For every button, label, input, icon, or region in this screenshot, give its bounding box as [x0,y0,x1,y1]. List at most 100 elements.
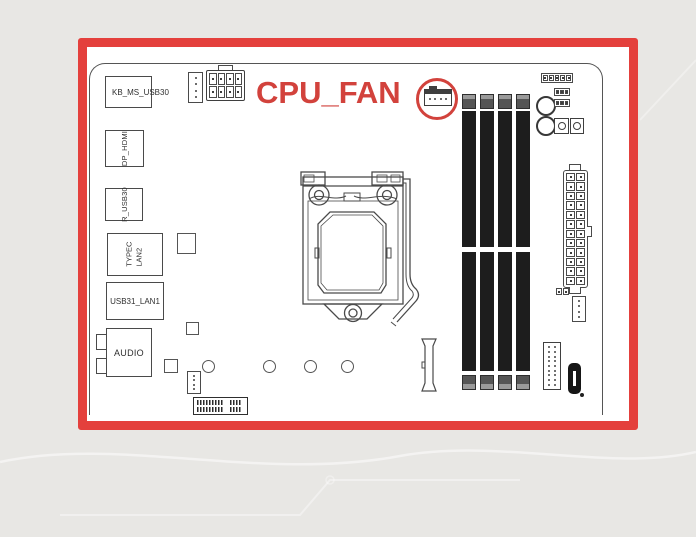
pin-cell [576,220,585,229]
pin-cell [234,73,242,85]
pin-cell [576,276,585,285]
pin-dots [425,94,451,105]
pin-cell [576,248,585,257]
dimm-latch-top [516,94,530,109]
header-3pin-icon [554,99,570,107]
dimm-key-notch [480,247,494,252]
pin-cell [209,73,217,85]
pin-cell [554,75,560,81]
pin-cell [576,191,585,201]
pin-cell [234,86,242,98]
round-button-icon [536,116,556,136]
atx-24pin-connector-icon [563,170,588,288]
io-port-audio: AUDIO [106,328,152,377]
io-port-typec-lan2: TYPEC LAN2 [107,233,163,276]
pin-cell [556,288,562,295]
m2-pins-row [197,407,242,412]
mounting-hole-icon [304,360,317,373]
io-port-r-usb30: R_USB30 [105,187,143,222]
pin-dot [546,359,552,364]
fan-header-4pin-icon [187,371,201,394]
dimm-body-lower [480,252,494,371]
pin-cell [563,288,569,295]
dimm-slots [462,94,530,390]
m2-pins-row [197,400,242,405]
dimm-latch-bottom [498,375,512,390]
motherboard-outline [89,63,603,415]
pin-cell [566,257,575,267]
pin-cell [566,191,575,201]
pin-cell [576,182,585,191]
pin-cell [576,257,585,267]
pin-dots [573,297,585,321]
pin-dot [552,354,558,359]
pin-dot [546,345,552,350]
cpu-socket-icon [300,171,420,327]
dimm-latch-top [498,94,512,109]
audio-label: AUDIO [113,347,144,358]
pin-dot [546,378,552,383]
fan-header-4pin-icon [188,72,203,103]
vertical-connector-icon [421,338,437,392]
pin-dot [546,382,552,387]
dimm-body-lower [462,252,476,371]
m2-key-gap [224,399,230,413]
pin-dot [546,368,552,373]
dimm-slot [498,94,512,390]
dimm-body-upper [480,111,494,247]
pin-cell [566,248,575,257]
atx-side-tab [587,226,592,237]
pin-dot [552,368,558,373]
typec-label-line: TYPEC [124,241,134,268]
pin-cell [566,276,575,285]
button-ring [573,122,581,130]
round-button-icon [536,96,556,116]
dp-hdmi-label: DP_HDMI [120,130,129,167]
mounting-hole-icon [341,360,354,373]
dimm-key-notch [498,247,512,252]
header-5pin-icon [541,73,573,83]
pin-dot [552,378,558,383]
pin-dots [188,372,200,393]
pin-cell [576,210,585,220]
pin-dot [552,364,558,369]
pin-cell [576,238,585,248]
pin-dot [546,350,552,355]
pin-cell [217,73,225,85]
connector-key-bar [425,90,451,94]
pin-cell [566,201,575,210]
pin-cell [560,75,566,81]
dimm-key-notch [462,247,476,252]
lan2-label-line: LAN2 [134,248,144,268]
pin-cell [226,86,234,98]
pin-dot [552,359,558,364]
pin-cell [566,182,575,191]
jumper-2pin-icon [556,288,569,295]
fan-header-4pin-icon [572,296,586,322]
mounting-hole-icon [263,360,276,373]
pin-dot [546,354,552,359]
pin-cell [566,229,575,238]
cpu-fan-header-icon [424,89,452,106]
kb-ms-usb30-label: KB_MS_USB30 [112,87,169,97]
pin-dot [546,364,552,369]
onboard-button-icon [570,118,584,134]
m2-slot-icon [193,397,248,415]
dimm-latch-bottom [480,375,494,390]
pin-cell [576,229,585,238]
front-panel-header-icon [543,342,561,390]
pin-dot [552,350,558,355]
atx-latch-top [569,164,581,171]
pin-cell [209,86,217,98]
eps-connector-tab [218,65,233,71]
pin-cell [576,201,585,210]
typec-lan2-label: TYPEC LAN2 [125,242,145,267]
pin-dot [552,373,558,378]
dimm-body-upper [516,111,530,247]
chip-square-icon [186,322,199,335]
solder-dot [580,393,584,397]
dimm-latch-bottom [516,375,530,390]
vertical-slot-key [573,371,576,386]
pin-cell [543,75,548,81]
io-port-dp-hdmi: DP_HDMI [105,130,144,167]
